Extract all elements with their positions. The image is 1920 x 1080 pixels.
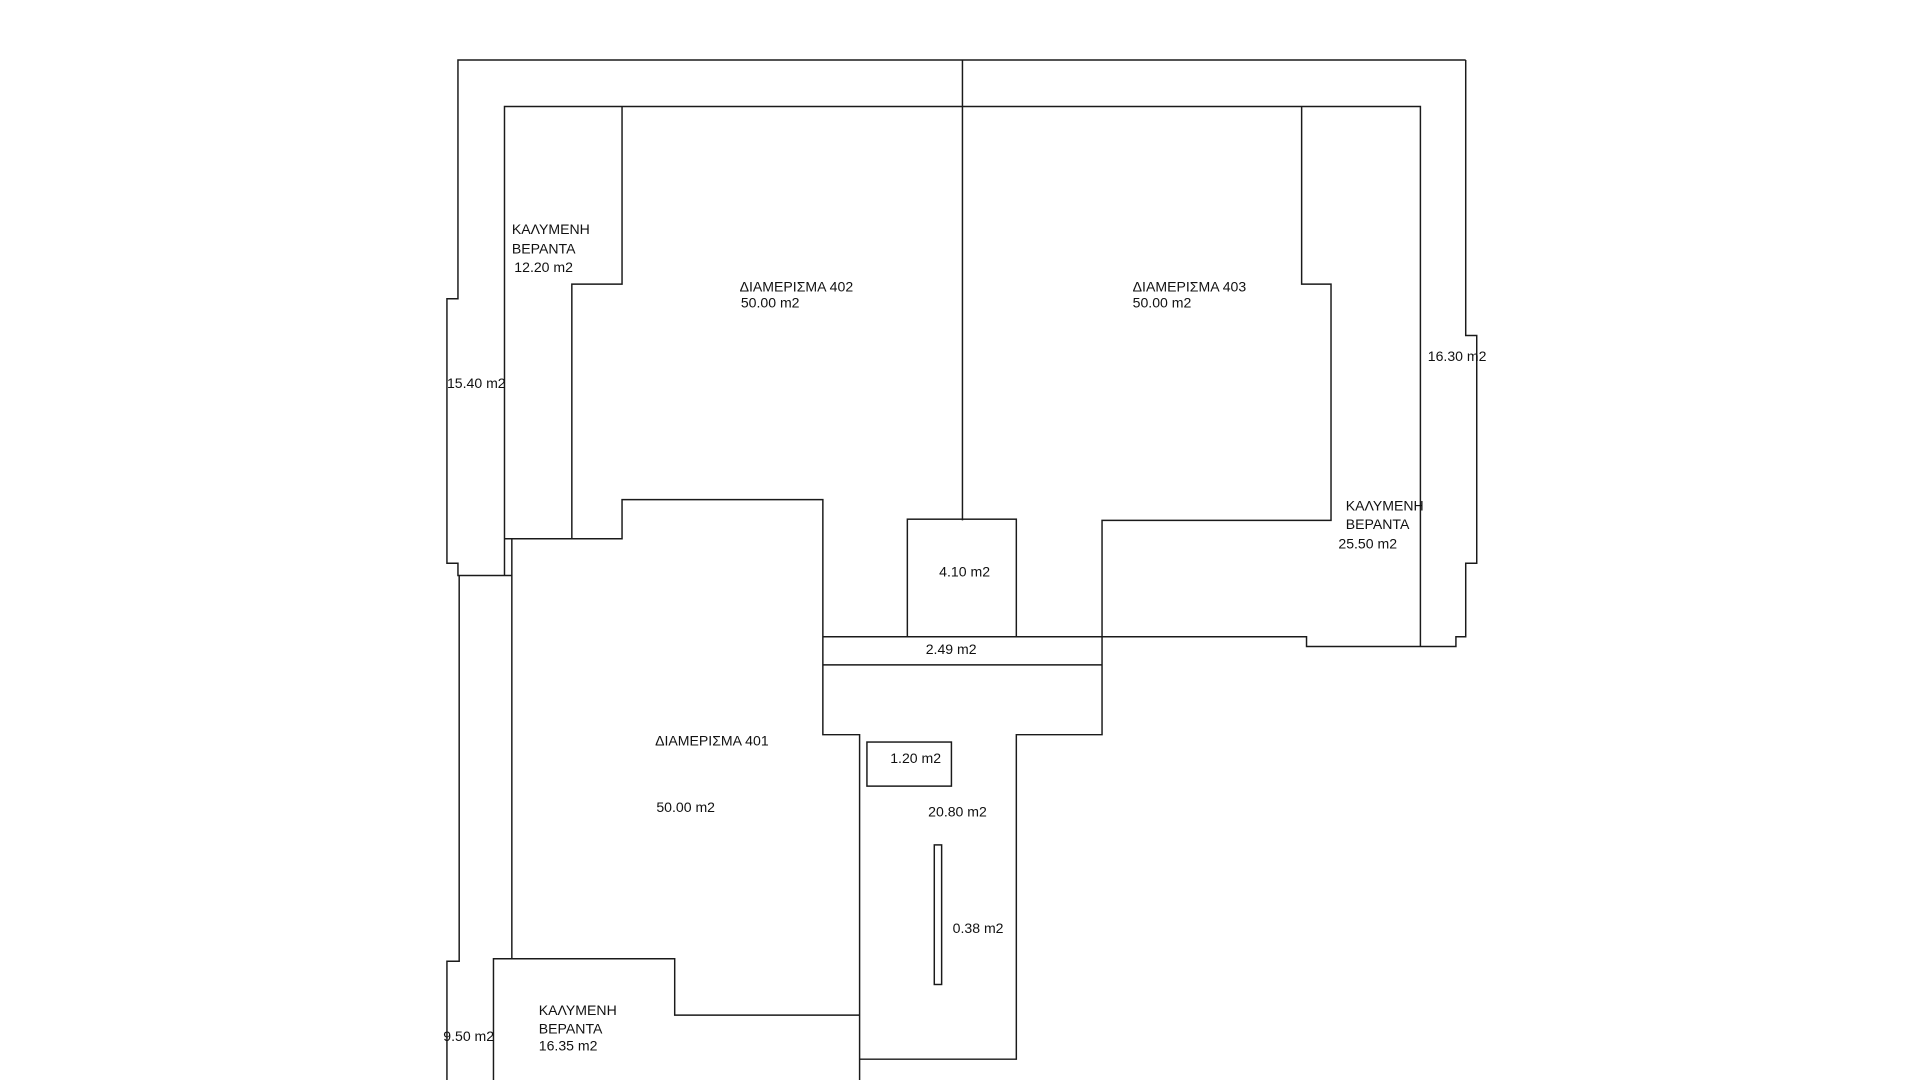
veranda-right-label-2: ΒΕΡΑΝΤΑ <box>1346 516 1410 532</box>
bottom-left-strip-area: 9.50 m2 <box>443 1028 494 1044</box>
veranda-bottom-label-1: ΚΑΛΥΜΕΝΗ <box>539 1002 617 1018</box>
veranda-right-area: 25.50 m2 <box>1338 536 1397 552</box>
veranda-right-wall <box>859 106 1332 1060</box>
slot <box>933 844 943 986</box>
veranda-left-wall <box>571 106 623 539</box>
inner-top-wall <box>503 105 1422 647</box>
apt-403-area: 50.00 m2 <box>1133 294 1192 310</box>
corridor-area: 2.49 m2 <box>926 641 977 657</box>
stair-area: 20.80 m2 <box>928 804 987 820</box>
outer-wall-right <box>1102 60 1478 648</box>
apt-401-area: 50.00 m2 <box>656 799 715 815</box>
veranda-top-left-label-1: ΚΑΛΥΜΕΝΗ <box>512 221 590 237</box>
outer-wall-left-bottom <box>446 575 460 1080</box>
veranda-top-left-label-2: ΒΕΡΑΝΤΑ <box>512 240 576 256</box>
walls <box>446 59 1478 1080</box>
right-strip-area: 16.30 m2 <box>1428 348 1487 364</box>
labels: ΚΑΛΥΜΕΝΗ ΒΕΡΑΝΤΑ 12.20 m2 ΔΙΑΜΕΡΙΣΜΑ 402… <box>443 221 1486 1054</box>
apt-401-name: ΔΙΑΜΕΡΙΣΜΑ 401 <box>655 733 769 749</box>
small-box-area: 1.20 m2 <box>890 750 941 766</box>
shaft-area: 4.10 m2 <box>939 564 990 580</box>
veranda-right-label-1: ΚΑΛΥΜΕΝΗ <box>1346 498 1424 514</box>
left-strip-area: 15.40 m2 <box>447 375 506 391</box>
veranda-bottom-wall <box>492 958 860 1080</box>
veranda-bottom-label-2: ΒΕΡΑΝΤΑ <box>539 1020 603 1036</box>
apt-403-name: ΔΙΑΜΕΡΙΣΜΑ 403 <box>1133 278 1247 294</box>
apt-402-bottom-wall <box>504 498 861 1080</box>
small-box <box>866 741 953 787</box>
veranda-top-left-area: 12.20 m2 <box>514 259 573 275</box>
outer-wall-left-top <box>446 59 1466 577</box>
veranda-bottom-area: 16.35 m2 <box>539 1038 598 1054</box>
slot-area: 0.38 m2 <box>953 920 1004 936</box>
apt-402-name: ΔΙΑΜΕΡΙΣΜΑ 402 <box>740 278 854 294</box>
apt-402-area: 50.00 m2 <box>741 294 800 310</box>
